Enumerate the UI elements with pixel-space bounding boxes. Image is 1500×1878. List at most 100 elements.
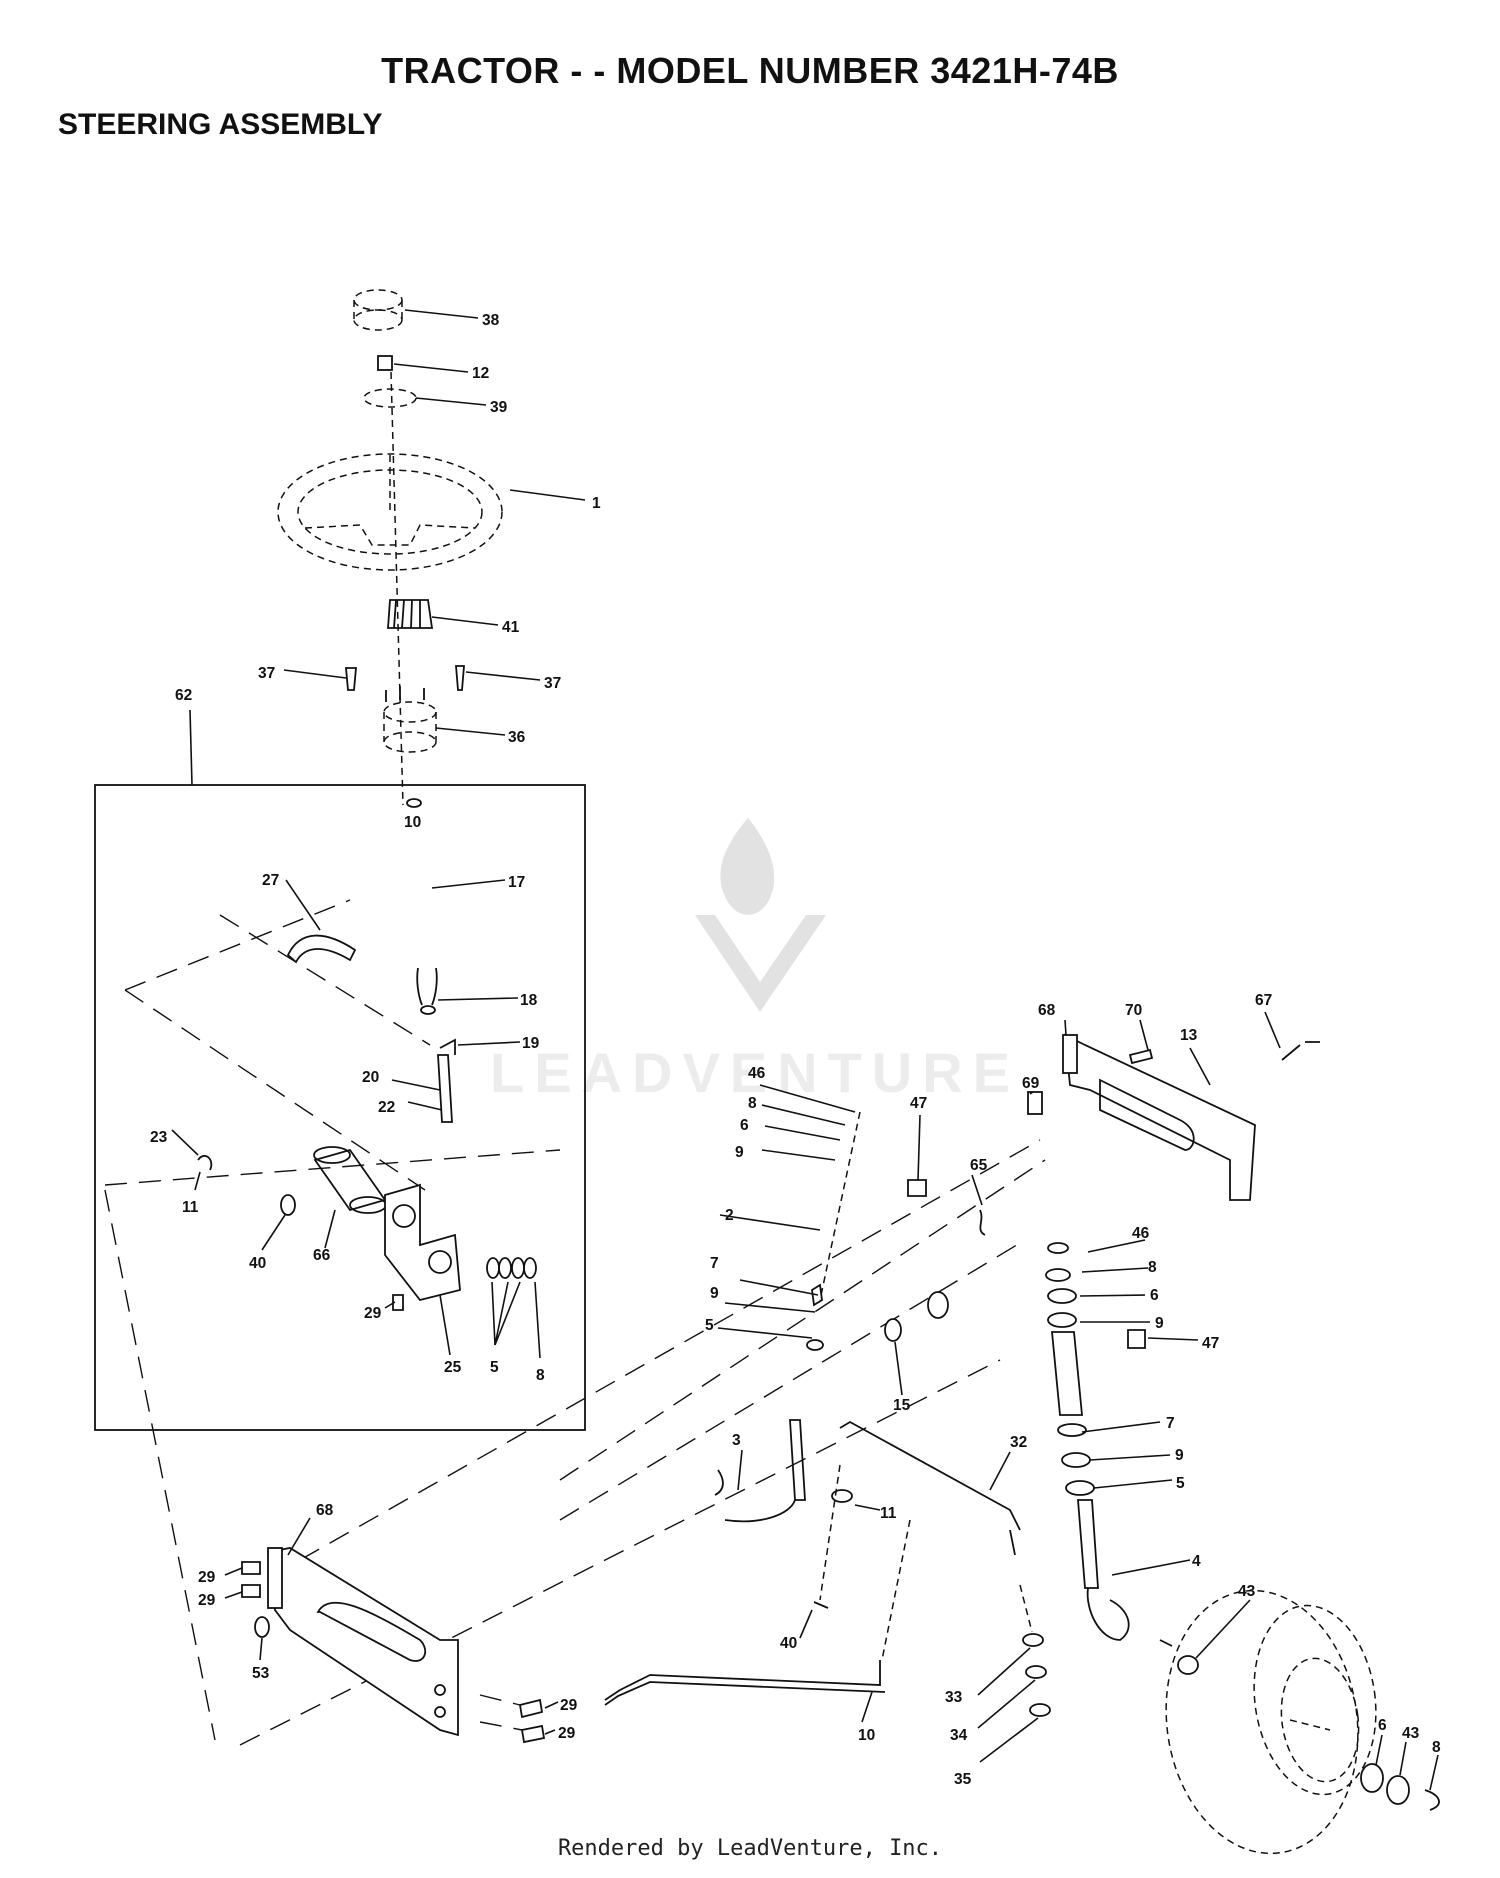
screw bbox=[455, 665, 465, 691]
render-credit: Rendered by LeadVenture, Inc. bbox=[557, 1836, 943, 1861]
part-callout-8: 8 bbox=[1148, 1259, 1157, 1276]
screw bbox=[345, 667, 357, 691]
part-callout-12: 12 bbox=[472, 365, 489, 382]
small-washer bbox=[406, 798, 422, 808]
part-callout-37: 37 bbox=[258, 665, 275, 682]
shoulder-bolt bbox=[907, 1179, 927, 1197]
part-callout-68: 68 bbox=[1038, 1002, 1056, 1019]
page-title: TRACTOR - - MODEL NUMBER 3421H-74B bbox=[381, 50, 1119, 91]
bolt bbox=[518, 1698, 544, 1719]
part-callout-65: 65 bbox=[970, 1157, 988, 1174]
part-callout-18: 18 bbox=[520, 992, 538, 1009]
nut bbox=[1029, 1703, 1051, 1717]
part-callout-34: 34 bbox=[950, 1727, 968, 1744]
part-callout-68: 68 bbox=[316, 1502, 334, 1519]
part-callout-3: 3 bbox=[732, 1432, 741, 1449]
part-callout-29: 29 bbox=[558, 1725, 576, 1742]
part-callout-5: 5 bbox=[705, 1317, 714, 1334]
watermark-text: LEADVENTURE bbox=[490, 1041, 1021, 1104]
front-wheel-tire bbox=[1165, 1589, 1377, 1855]
part-callout-37: 37 bbox=[544, 675, 561, 692]
washer bbox=[1386, 1775, 1410, 1805]
part-callout-62: 62 bbox=[175, 687, 192, 704]
part-callout-35: 35 bbox=[954, 1771, 972, 1788]
part-callout-5: 5 bbox=[1176, 1475, 1185, 1492]
drag-link-rod bbox=[604, 1660, 886, 1706]
part-callout-7: 7 bbox=[710, 1255, 719, 1272]
part-callout-15: 15 bbox=[893, 1397, 911, 1414]
axle-bracket-left bbox=[267, 1547, 459, 1737]
part-callout-41: 41 bbox=[502, 619, 520, 636]
part-callout-10: 10 bbox=[404, 814, 421, 831]
part-callout-11: 11 bbox=[182, 1199, 199, 1216]
leader-line bbox=[189, 709, 193, 786]
clip bbox=[439, 1038, 456, 1055]
part-callout-69: 69 bbox=[1022, 1075, 1040, 1092]
part-callout-70: 70 bbox=[1125, 1002, 1142, 1019]
part-callout-10: 10 bbox=[858, 1727, 875, 1744]
bearing-sleeve bbox=[313, 1146, 387, 1214]
washer bbox=[1360, 1763, 1384, 1793]
part-callout-29: 29 bbox=[198, 1569, 216, 1586]
part-callout-47: 47 bbox=[910, 1095, 927, 1112]
steering-cap bbox=[353, 289, 403, 331]
retaining-clip bbox=[197, 1155, 213, 1171]
spacer bbox=[884, 1318, 902, 1342]
part-callout-9: 9 bbox=[1175, 1447, 1184, 1464]
part-callout-17: 17 bbox=[508, 874, 525, 891]
hex-nut bbox=[377, 355, 393, 371]
sub-assembly-box bbox=[94, 784, 586, 1431]
part-callout-66: 66 bbox=[313, 1247, 331, 1264]
section-subtitle: STEERING ASSEMBLY bbox=[58, 108, 383, 141]
support-bracket bbox=[384, 1183, 461, 1302]
bolt bbox=[241, 1561, 261, 1575]
bolt bbox=[520, 1724, 546, 1744]
part-callout-33: 33 bbox=[945, 1689, 963, 1706]
part-callout-2: 2 bbox=[725, 1207, 734, 1224]
part-callout-46: 46 bbox=[1132, 1225, 1150, 1242]
washer bbox=[254, 1616, 270, 1638]
washer bbox=[1022, 1633, 1044, 1647]
part-callout-39: 39 bbox=[490, 399, 508, 416]
retaining-clip bbox=[831, 1489, 853, 1503]
washer-set bbox=[486, 1257, 537, 1279]
washer bbox=[1177, 1655, 1199, 1675]
part-callout-29: 29 bbox=[198, 1592, 216, 1609]
part-callout-19: 19 bbox=[522, 1035, 540, 1052]
part-callout-67: 67 bbox=[1255, 992, 1272, 1009]
pinion-shaft bbox=[416, 967, 438, 1006]
part-callout-20: 20 bbox=[362, 1069, 379, 1086]
part-callout-13: 13 bbox=[1180, 1027, 1198, 1044]
part-callout-5: 5 bbox=[490, 1359, 499, 1376]
wheel-adapter bbox=[387, 599, 434, 629]
part-callout-6: 6 bbox=[740, 1117, 749, 1134]
part-callout-29: 29 bbox=[560, 1697, 578, 1714]
part-callout-8: 8 bbox=[1432, 1739, 1441, 1756]
part-callout-25: 25 bbox=[444, 1359, 462, 1376]
washer bbox=[280, 1194, 296, 1216]
part-callout-1: 1 bbox=[592, 495, 601, 512]
drag-link bbox=[714, 1469, 796, 1523]
pin bbox=[437, 1054, 453, 1123]
part-callout-46: 46 bbox=[748, 1065, 766, 1082]
shoulder-bolt bbox=[1127, 1329, 1146, 1349]
washer bbox=[1025, 1665, 1047, 1679]
part-callout-36: 36 bbox=[508, 729, 526, 746]
part-callout-9: 9 bbox=[735, 1144, 744, 1161]
sector-gear bbox=[286, 934, 357, 964]
part-callout-40: 40 bbox=[249, 1255, 266, 1272]
part-callout-6: 6 bbox=[1150, 1287, 1159, 1304]
part-callout-6: 6 bbox=[1378, 1717, 1387, 1734]
part-callout-8: 8 bbox=[536, 1367, 545, 1384]
steering-arm-shaft bbox=[789, 1419, 806, 1501]
bolt bbox=[241, 1584, 261, 1598]
part-callout-11: 11 bbox=[880, 1505, 897, 1522]
bolt bbox=[1128, 1048, 1154, 1065]
watermark-logo bbox=[695, 818, 826, 1012]
steering-wheel bbox=[277, 453, 503, 571]
axle-bracket-right bbox=[1062, 1033, 1256, 1201]
part-callout-47: 47 bbox=[1202, 1335, 1219, 1352]
part-callout-43: 43 bbox=[1238, 1583, 1256, 1600]
